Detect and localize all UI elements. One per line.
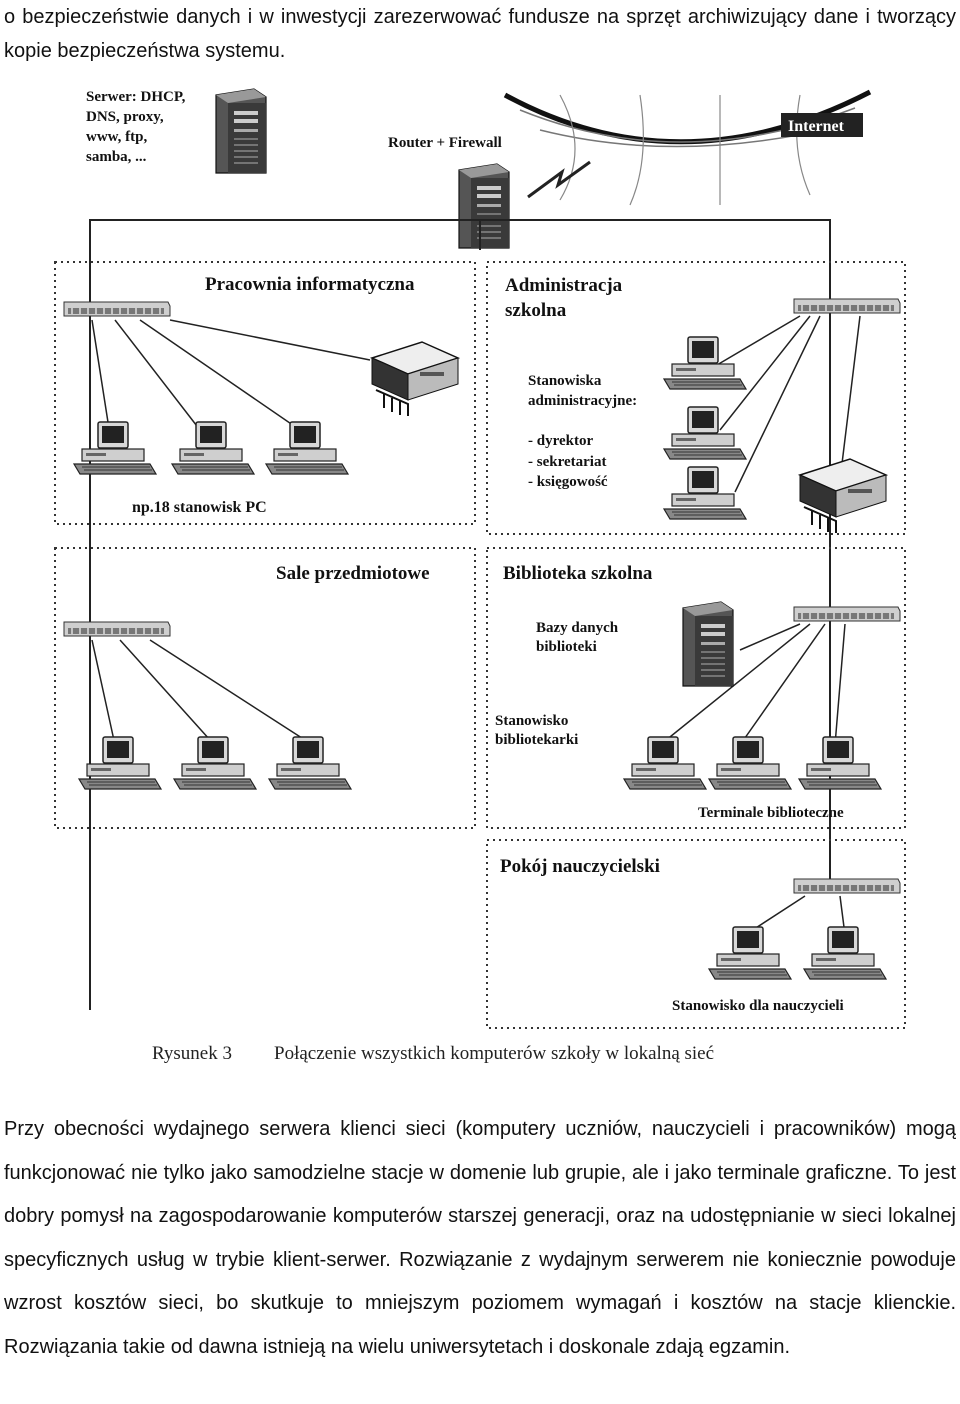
zone-lab — [54, 261, 476, 525]
librarian-pc — [623, 736, 707, 790]
lab-server-icon — [371, 341, 459, 417]
library-db-line1: Bazy danych — [536, 620, 619, 636]
zone-staffroom — [486, 839, 906, 1029]
librarian-line1: Stanowisko — [495, 713, 568, 729]
server-tower-icon — [215, 88, 267, 174]
admin-stations-line2: administracyjne: — [528, 393, 637, 409]
classroom-pc — [173, 736, 257, 790]
teacher-station-label: Stanowisko dla nauczycieli — [672, 998, 844, 1014]
admin-stations-line1: Stanowiska — [528, 373, 602, 389]
admin-server-icon — [799, 458, 887, 534]
admin-title-line2: szkolna — [505, 300, 567, 321]
admin-pc — [663, 406, 747, 460]
library-switch — [793, 606, 901, 622]
staffroom-title: Pokój nauczycielski — [500, 856, 660, 877]
lab-switch — [63, 301, 171, 317]
admin-title-line1: Administracja — [505, 275, 623, 296]
server-label-line: samba, ... — [86, 149, 147, 165]
admin-list-item: - sekretariat — [528, 454, 606, 470]
lab-pc — [73, 421, 157, 475]
router-firewall-icon — [458, 163, 510, 249]
lab-title: Pracownia informatyczna — [205, 274, 415, 295]
library-db-line2: biblioteki — [536, 639, 597, 655]
server-label-line: Serwer: DHCP, — [86, 89, 186, 105]
library-db-server-icon — [682, 601, 734, 687]
zone-admin — [486, 261, 906, 535]
classroom-pc — [78, 736, 162, 790]
intro-paragraph: o bezpieczeństwie danych i w inwestycji … — [4, 6, 956, 62]
classrooms-title: Sale przedmiotowe — [276, 563, 430, 584]
admin-pc — [663, 466, 747, 520]
internet-globe-icon — [503, 89, 872, 206]
library-terminal-pc — [708, 736, 792, 790]
wireless-link-icon — [527, 160, 591, 199]
library-terminals-label: Terminale biblioteczne — [698, 805, 844, 821]
admin-switch — [793, 298, 901, 314]
library-terminal-pc — [798, 736, 882, 790]
classroom-pc — [268, 736, 352, 790]
teacher-pc — [708, 926, 792, 980]
librarian-line2: bibliotekarki — [495, 732, 578, 748]
classrooms-switch — [63, 621, 171, 637]
router-label: Router + Firewall — [388, 135, 502, 151]
teacher-pc — [803, 926, 887, 980]
admin-pc — [663, 336, 747, 390]
lab-pc — [171, 421, 255, 475]
admin-list-item: - dyrektor — [528, 433, 593, 449]
library-title: Biblioteka szkolna — [503, 563, 653, 584]
server-label-line: www, ftp, — [86, 129, 148, 145]
network-diagram: Pracownia informatyczna np.18 stanowisk … — [54, 88, 906, 1029]
body-paragraph: Przy obecności wydajnego serwera klienci… — [4, 1118, 956, 1358]
server-label-line: DNS, proxy, — [86, 109, 164, 125]
staffroom-switch — [793, 878, 901, 894]
zone-classrooms — [54, 547, 476, 829]
lab-pc — [265, 421, 349, 475]
caption-number: Rysunek 3 — [152, 1043, 232, 1064]
internet-label: Internet — [788, 118, 845, 135]
zone-library — [486, 547, 906, 829]
caption-text: Połączenie wszystkich komputerów szkoły … — [274, 1043, 715, 1064]
admin-list-item: - księgowość — [528, 474, 608, 490]
lab-pcs-count: np.18 stanowisk PC — [132, 499, 267, 516]
